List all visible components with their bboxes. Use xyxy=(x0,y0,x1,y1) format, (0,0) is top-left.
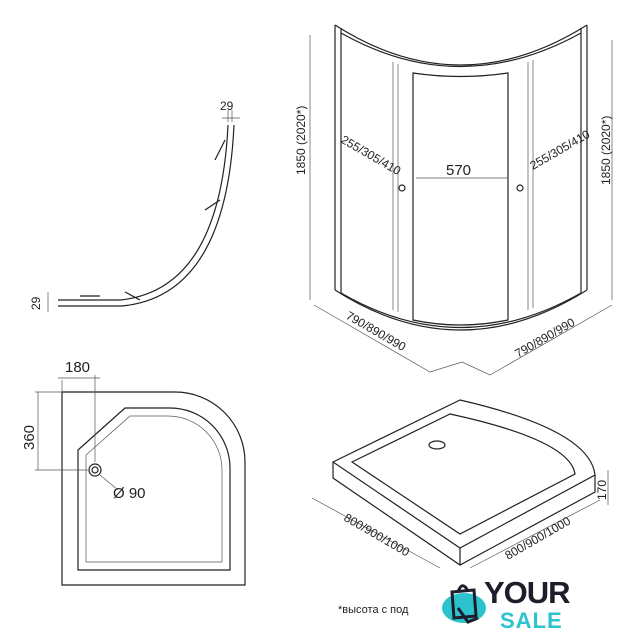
enclosure-drawing: 570 1850 (2020*) 1850 (2020*) 255/305/41… xyxy=(294,24,613,376)
base-right-label: 790/890/990 xyxy=(513,315,578,361)
logo-your: YOUR xyxy=(484,575,571,610)
height-left-label: 1850 (2020*) xyxy=(294,106,308,175)
logo-sale: SALE xyxy=(500,608,563,633)
tray-base-right-label: 800/900/1000 xyxy=(503,514,574,563)
footnote: *высота с под xyxy=(338,604,409,616)
tray-base-left-label: 800/900/1000 xyxy=(342,510,413,559)
tray-iso-drawing: 170 800/900/1000 800/900/1000 xyxy=(311,399,609,569)
shopping-bag-hand-icon xyxy=(442,584,486,624)
profile-drawing: 29 29 xyxy=(29,99,240,312)
base-left-label: 790/890/990 xyxy=(344,308,409,354)
tray-plan-drawing: 180 360 Ø 90 xyxy=(21,359,246,586)
side-left-label: 255/305/410 xyxy=(339,132,404,178)
profile-dim-left: 29 xyxy=(29,296,43,310)
tray-dim-x: 180 xyxy=(65,359,90,376)
side-right-label: 255/305/410 xyxy=(528,127,593,173)
height-right-label: 1850 (2020*) xyxy=(599,116,613,185)
door-width-label: 570 xyxy=(446,162,471,179)
profile-dim-top: 29 xyxy=(220,99,234,113)
tray-dim-y: 360 xyxy=(21,425,38,450)
brand-logo: YOUR SALE xyxy=(440,575,590,638)
tray-height-label: 170 xyxy=(595,480,609,500)
drain-diameter: Ø 90 xyxy=(113,485,146,502)
